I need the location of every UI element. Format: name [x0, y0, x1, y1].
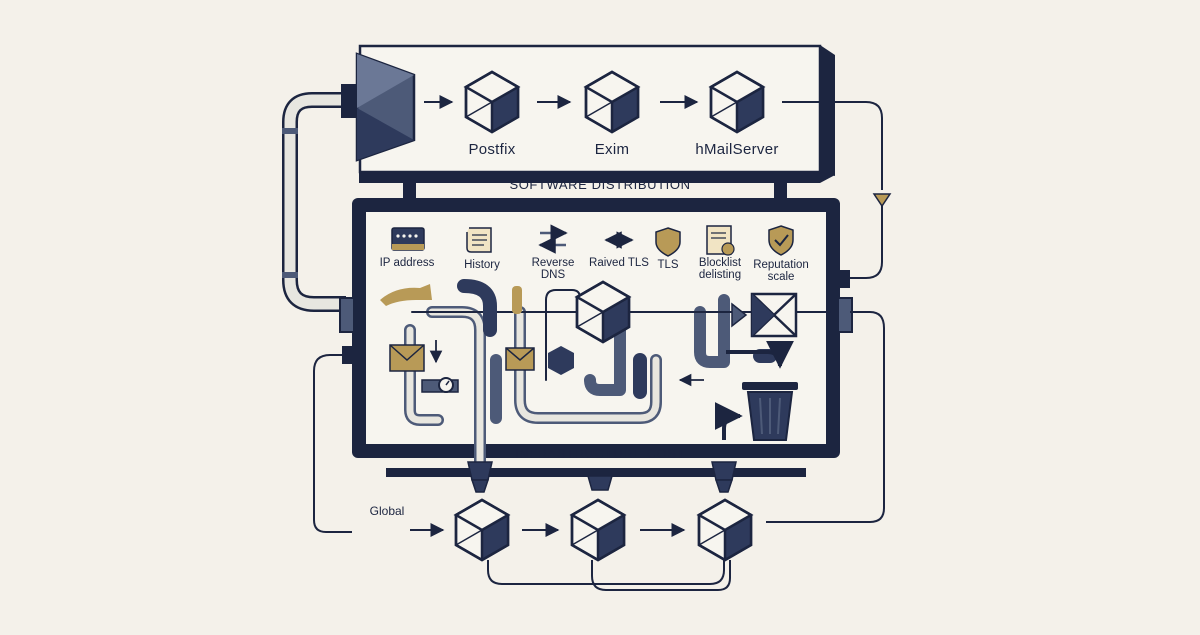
support-column-left	[403, 172, 416, 202]
bottom-cube-2-icon	[570, 498, 626, 562]
hopper-icon	[341, 52, 416, 162]
infrastructure-bar	[386, 468, 806, 477]
swap-arrows-icon	[538, 224, 568, 254]
outer-loop-lines	[313, 311, 885, 591]
envelope-icon	[505, 347, 535, 371]
bottom-cube-1-icon	[454, 498, 510, 562]
factor-label-blocklist-delisting: Blocklist delisting	[698, 257, 742, 282]
software-distribution-title: SOFTWARE DISTRIBUTION	[509, 177, 691, 192]
pipe-network	[404, 279, 831, 476]
software-label-postfix: Postfix	[468, 141, 516, 158]
gate-valve-icon	[731, 292, 798, 338]
gold-valve-icon	[512, 286, 522, 314]
small-cube-icon	[548, 346, 574, 375]
scroll-icon	[466, 227, 492, 253]
global-label: Global	[369, 504, 405, 518]
factor-label-history: History	[464, 259, 500, 271]
support-column-right	[774, 172, 787, 202]
left-pipe-loop	[282, 92, 346, 312]
factor-label-reverse-dns: Reverse DNS	[531, 257, 575, 282]
envelope-icon	[389, 344, 425, 372]
shield-check-icon	[768, 225, 794, 256]
infrastructure-cost-title: INFRASTRUCTURE COST	[514, 446, 686, 461]
factor-label-tls: TLS	[657, 259, 679, 271]
software-label-hmailserver: hMailServer	[695, 141, 779, 158]
bottom-cube-3-icon	[697, 498, 753, 562]
funnel-outlets	[467, 461, 737, 493]
software-label-exim: Exim	[594, 141, 630, 158]
trash-can-icon	[742, 382, 798, 441]
gold-hand-icon	[380, 284, 432, 306]
pressure-gauge-icon	[421, 377, 459, 393]
server-icon	[391, 227, 425, 251]
factor-label-reputation-scale: Reputation scale	[753, 259, 809, 284]
shield-icon	[655, 227, 681, 257]
factor-label-ip-address: IP address	[379, 257, 435, 269]
right-return-line	[782, 101, 892, 279]
inner-flow-arrows	[429, 340, 794, 440]
factor-label-raived-tls: Raived TLS	[589, 257, 649, 269]
certificate-icon	[706, 225, 735, 256]
